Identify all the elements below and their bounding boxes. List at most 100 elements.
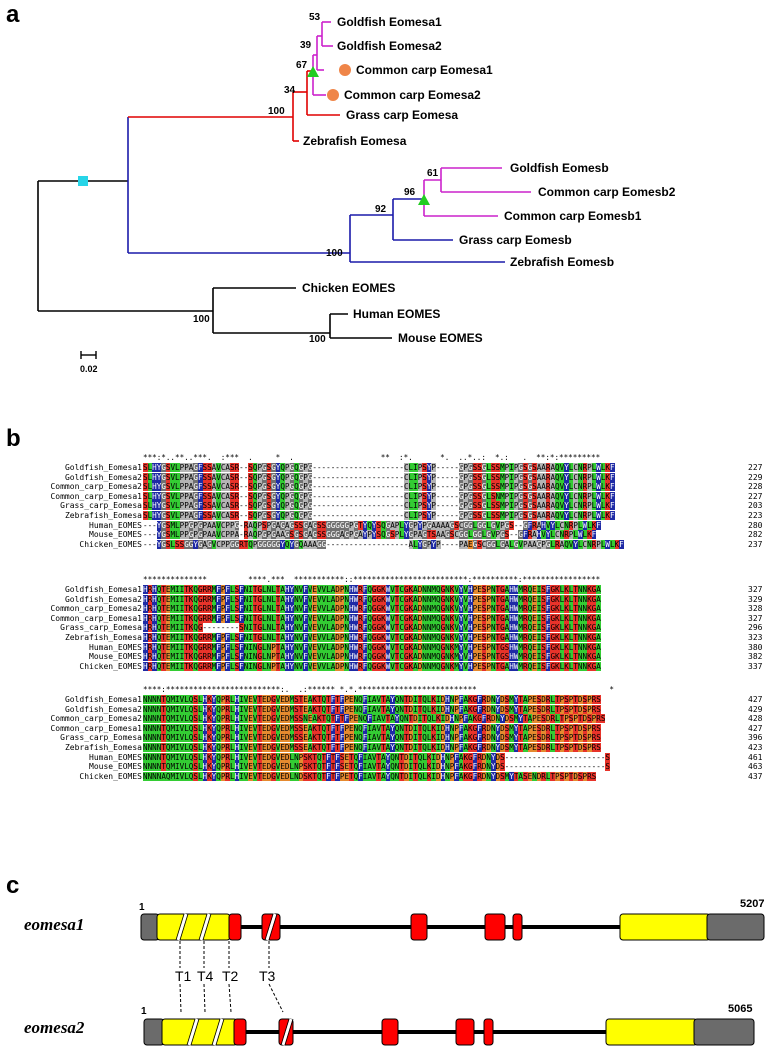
exon-cds-yellow — [619, 913, 711, 941]
leaf-label: Zebrafish Eomesb — [510, 255, 614, 269]
leaf-label: Common carp Eomesb2 — [538, 185, 676, 199]
exon-red — [455, 1018, 475, 1046]
sequence-name: Chicken_EOMES — [79, 539, 142, 549]
exon-cds-yellow — [156, 913, 231, 941]
sequence-end-position: 227 — [748, 463, 763, 472]
sequence-name: Zebrafish_Eomesa — [64, 633, 142, 642]
sequence-end-position: 380 — [748, 642, 763, 652]
exon-red — [228, 913, 242, 941]
panel-label-c: c — [6, 872, 19, 899]
bootstrap-value: 100 — [193, 314, 210, 325]
exon-red — [381, 1018, 399, 1046]
exon-cds-yellow — [605, 1018, 698, 1046]
sequence-name: Chicken_EOMES — [79, 661, 142, 671]
sequence-end-position: 227 — [748, 491, 763, 501]
sequence: HRHQTEMIITKQGRRMFPFLSFNITGLNLTAHYNVFVEVV… — [143, 633, 601, 642]
scale-bar-label: 0.02 — [80, 364, 98, 374]
alignment-row: Chicken_EOMES---YGSLSSGGYGAGVCPPGGRTQPGG… — [0, 539, 774, 549]
sequence: SLHYGSVLPPAGFSSAVCASR--SQPGSGYQPGQGPG---… — [143, 491, 615, 501]
tree: Goldfish Eomesa1 Goldfish Eomesa2 Common… — [37, 12, 676, 374]
tale-divider — [212, 1018, 224, 1046]
sequence-name: Grass_carp_Eomesa — [60, 733, 142, 743]
sequence: NNNNAQMIVLQSLHKYQPRLHIVEVTEDGVEDLNDSKTQT… — [143, 771, 597, 781]
sequence-name: Goldfish_Eomesa1 — [64, 585, 142, 594]
tale-label: T4 — [197, 968, 214, 984]
tale-label: T1 — [175, 968, 192, 984]
alignment-row: Human_EOMES---YGSMLPPGPGPAAVCPPG-RAQPSPG… — [0, 520, 774, 530]
sequence: NNNNTQMIVLQSLHKYQPRLHIVEVTEDGVEDLNPSKTQT… — [143, 762, 610, 772]
exon-red — [512, 913, 523, 941]
tale-divider — [187, 1018, 199, 1046]
sequence: SLHYGSVLPPAGFSSAVCASR--SQPGSGYQPGQGPG---… — [143, 472, 615, 482]
leaf-label: Common carp Eomesa2 — [344, 88, 481, 102]
sequence: HRHQTEMIITKQG--------SNITGLNLTAHYNVFVEVV… — [143, 623, 601, 633]
sequence-name: Zebrafish_Eomesa — [64, 743, 142, 752]
exon-red — [233, 1018, 247, 1046]
sequence-end-position: 329 — [748, 594, 763, 604]
sequence-name: Goldfish_Eomesa1 — [64, 695, 142, 704]
bootstrap-value: 96 — [404, 187, 416, 198]
sequence-name: Mouse_EOMES — [89, 652, 142, 662]
sequence-name: Mouse_EOMES — [89, 762, 142, 772]
sequence-end-position: 282 — [748, 530, 763, 540]
gene-name: eomesa1 — [24, 915, 84, 934]
sequence-end-position: 382 — [748, 652, 763, 662]
exon-red — [483, 1018, 494, 1046]
sequence: HRHQTEMIITKQGRRMFPFLSFNITGLNLTAHYNVFVEVV… — [143, 613, 601, 623]
sequence: HRHQTEMIITKQGRRMFPFLSFNITGLNLTAHYNVFVEVV… — [143, 594, 601, 604]
marker-circle-cc-eomesa1 — [339, 64, 351, 76]
bootstrap-value: 92 — [375, 204, 387, 215]
tale-divider — [199, 913, 211, 941]
sequence-end-position: 463 — [748, 762, 763, 772]
sequence-name: Goldfish_Eomesa2 — [64, 594, 142, 604]
leaf-label: Human EOMES — [353, 307, 440, 321]
leaf-label: Grass carp Eomesb — [459, 233, 572, 247]
sequence-end-position: 423 — [748, 743, 763, 752]
marker-triangle-b — [418, 194, 430, 205]
sequence: SLHYGSVLPPAGFSSAVCASR--SQPGSGYQPGQGPG---… — [143, 482, 615, 492]
utr-5prime — [143, 1018, 165, 1046]
sequence: NNNNTQMIVLQSLHKYQPRLHIVEVTEDGVEDMSSEAKTQ… — [143, 723, 601, 733]
sequence-end-position: 229 — [748, 472, 763, 482]
bootstrap-value: 34 — [284, 85, 296, 96]
leaf-label: Common carp Eomesa1 — [356, 63, 493, 77]
sequence-end-position: 237 — [748, 539, 763, 549]
sequence-end-position: 296 — [748, 623, 763, 633]
utr-5prime — [140, 913, 160, 941]
sequence-name: Common_carp_Eomesa2 — [50, 714, 142, 724]
conservation-line: ************** ****.*** ***********::***… — [143, 575, 601, 584]
sequence-end-position: 427 — [748, 695, 763, 704]
sequence-name: Human_EOMES — [89, 642, 142, 652]
gene-end-label: 5207 — [740, 898, 764, 910]
sequence: ---YGSLSSGGYGAGVCPPGGRTQPGGGGGYQYGQAAAGG… — [143, 539, 624, 549]
sequence: NNNNTQMIVLQSLHKYQPRLHIVEVTEDGVEDMSSNEAKT… — [143, 714, 606, 724]
utr-3prime — [706, 913, 765, 941]
tale-markers: T1 T4 T2 T3 — [175, 941, 284, 1013]
sequence: NNNNTQMIVLQSLHKYQPRLHIVEVTEDGVEDMSTEAKTQ… — [143, 695, 601, 704]
sequence: SLHYGSVLPPAGFSSAVCASR--SQPGSGYQPGQGPG---… — [143, 463, 615, 472]
sequence-name: Goldfish_Eomesa1 — [64, 463, 142, 472]
sequence-name: Common_carp_Eomesa1 — [50, 613, 142, 623]
tale-divider — [176, 913, 188, 941]
leaf-label: Goldfish Eomesa2 — [337, 39, 442, 53]
sequence-name: Human_EOMES — [89, 752, 142, 762]
conservation-line: ***:*..**..***. :*** . * . ** :*. *. ..*… — [143, 453, 601, 462]
sequence: HRHQTEMIITKQGRRMFPFLSFNINGLNPTAHYNVFVEVV… — [143, 661, 601, 671]
sequence-name: Goldfish_Eomesa2 — [64, 472, 142, 482]
sequence: SLHYGSVLPPAGFSSAVCASR--SQPGSGYQPGQGPG---… — [143, 511, 615, 520]
bootstrap-value: 39 — [300, 40, 312, 51]
